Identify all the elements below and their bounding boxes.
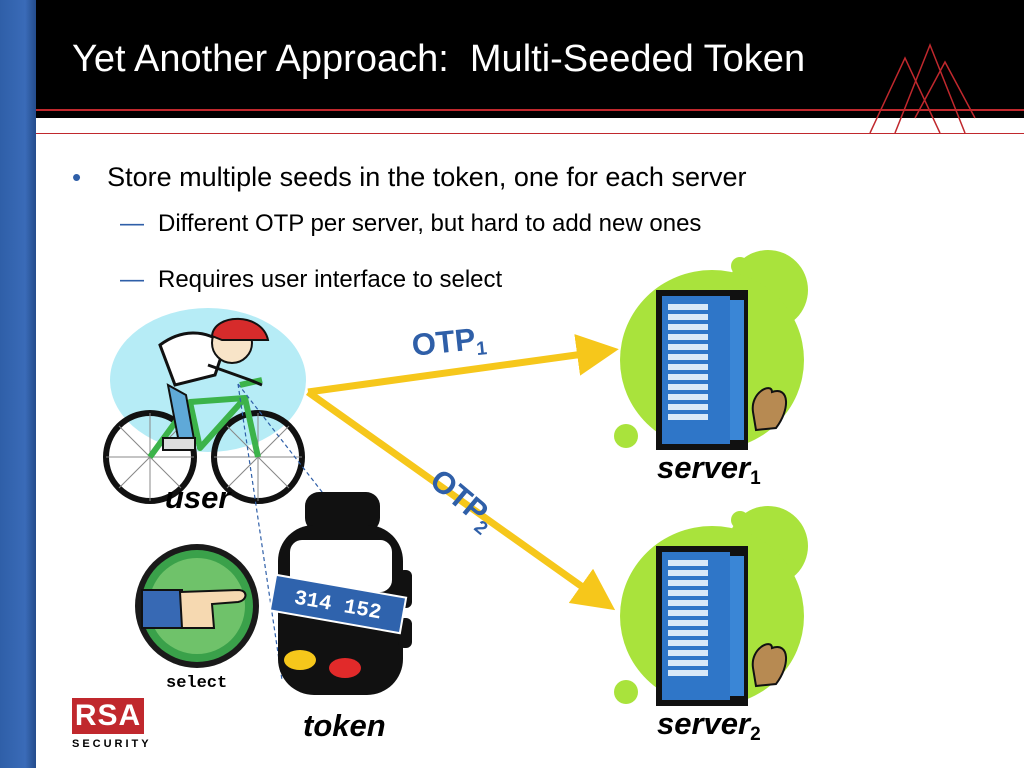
otp-1-subscript: 1 — [475, 338, 489, 361]
subbullet-dash: — — [120, 210, 144, 237]
user-label: user — [165, 480, 231, 515]
server-2-label: server2 — [657, 706, 761, 746]
arrow-to-server-2 — [305, 389, 616, 611]
bullet-main: • Store multiple seeds in the token, one … — [72, 162, 746, 193]
subbullet-1-text: Different OTP per server, but hard to ad… — [158, 210, 702, 237]
subbullet-2-text: Requires user interface to select — [158, 266, 503, 293]
server-2-text: server — [657, 706, 751, 741]
otp-arrows — [305, 334, 619, 611]
rsa-logo-tagline: SECURITY — [72, 738, 152, 750]
subbullet-dash: — — [120, 266, 144, 293]
server-1-text: server — [657, 450, 751, 485]
subbullet-1: — Different OTP per server, but hard to a… — [120, 210, 701, 238]
subbullet-2: — Requires user interface to select — [120, 266, 502, 294]
title-rule-lower — [36, 133, 1024, 134]
select-hand-icon — [135, 544, 259, 668]
bullet-dot: • — [72, 162, 82, 192]
slide-title: Yet Another Approach: Multi-Seeded Token — [72, 38, 806, 80]
server-1-icon — [614, 250, 808, 450]
server-1-label: server1 — [657, 450, 761, 490]
left-accent-bar — [0, 0, 36, 768]
server-2-icon — [614, 506, 808, 706]
server-2-subscript: 2 — [750, 724, 761, 745]
token-label: token — [303, 708, 386, 743]
server-1-subscript: 1 — [750, 468, 761, 489]
arrow-to-server-1 — [307, 334, 619, 396]
otp-1-label: OTP1 — [410, 320, 488, 368]
rsa-logo: RSA — [72, 698, 144, 734]
title-rule — [36, 109, 1024, 111]
title-bar — [36, 0, 1024, 118]
server-1-drive-bays — [668, 304, 708, 420]
otp-1-text: OTP — [410, 321, 478, 363]
user-token-dashed-lines — [237, 383, 341, 681]
bullet-main-text: Store multiple seeds in the token, one f… — [107, 162, 747, 192]
header-triangles-decoration — [869, 42, 976, 134]
user-cyclist-illustration — [103, 308, 306, 504]
select-label: select — [166, 674, 228, 693]
server-2-drive-bays — [668, 560, 708, 676]
token-device-icon: 314 152 — [268, 492, 412, 695]
